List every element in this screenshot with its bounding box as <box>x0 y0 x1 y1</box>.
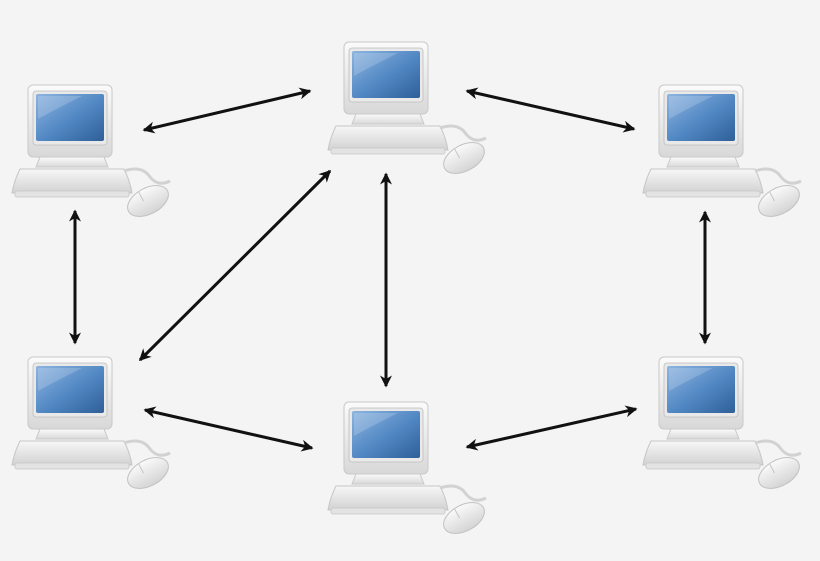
computer-top-left-icon <box>10 83 176 225</box>
computer-top-center-icon <box>326 40 492 182</box>
connection-top-center-top-right <box>465 87 636 133</box>
computer-bottom-left-icon <box>10 355 176 497</box>
computer-bottom-right-icon <box>641 355 807 497</box>
computer-bottom-center-icon <box>326 400 492 542</box>
connection-bottom-left-bottom-center <box>143 406 314 452</box>
connections-layer <box>69 87 711 452</box>
computer-top-right-icon <box>641 83 807 225</box>
connection-bottom-center-bottom-right <box>465 405 638 451</box>
nodes-layer <box>10 40 807 542</box>
connection-bottom-left-top-center <box>138 169 332 362</box>
connection-top-left-top-center <box>142 87 312 134</box>
